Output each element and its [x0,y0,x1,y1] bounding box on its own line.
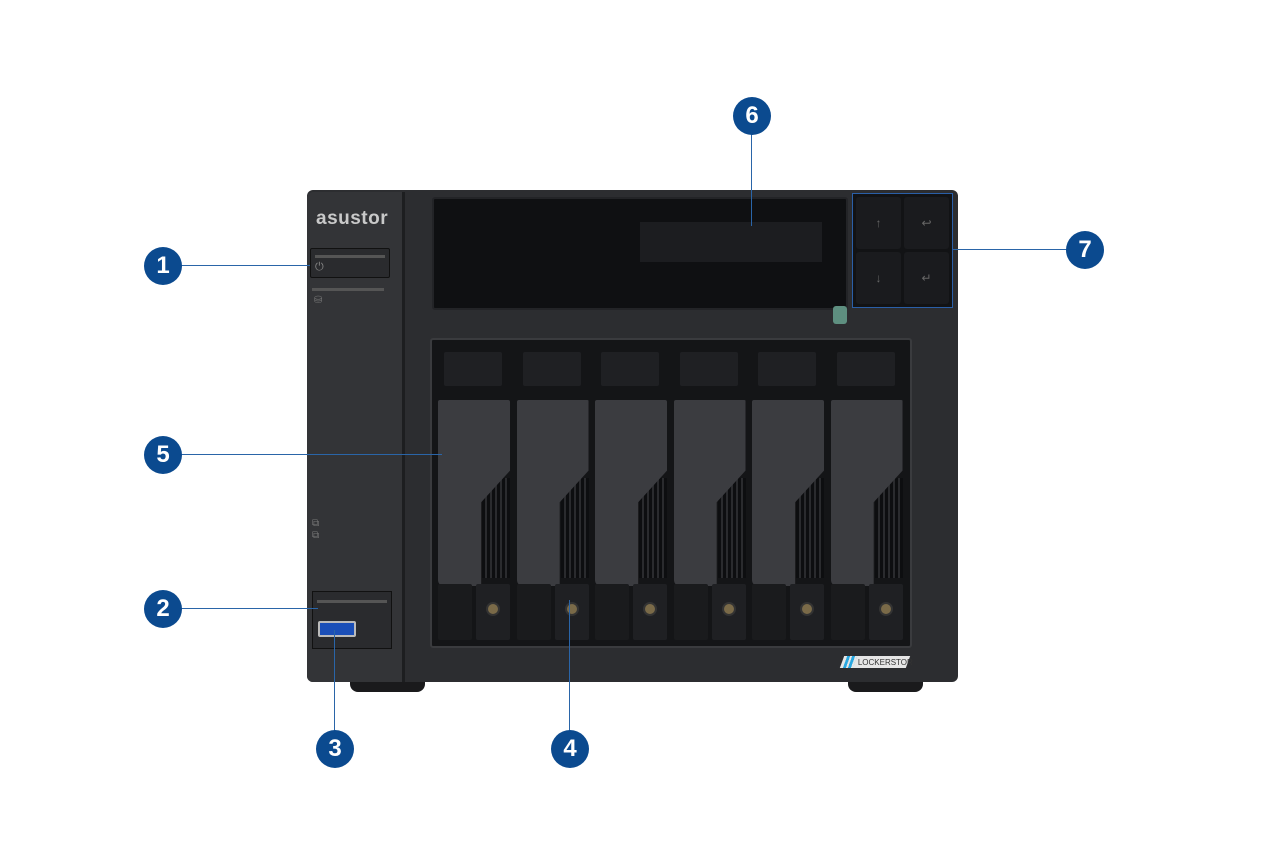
callout-1: 1 [144,247,182,285]
callout-4: 4 [551,730,589,768]
leader-line-2 [180,608,318,609]
tray-latch[interactable] [830,584,865,640]
tray-lock[interactable] [554,584,589,640]
tray-lock[interactable] [711,584,746,640]
tray-latch[interactable] [752,584,786,640]
status-led [833,306,847,324]
tray-lock[interactable] [868,584,903,640]
left-foot [350,680,425,692]
drive-tray[interactable] [829,348,905,644]
power-icon: ⏻ [315,261,324,273]
lock-icon [564,602,579,616]
callout-5: 5 [144,436,182,474]
tray-lock[interactable] [790,584,824,640]
key-down[interactable]: ↓ [856,252,901,304]
badge-stripes [842,656,858,668]
lock-icon [878,602,893,616]
callout-6: 6 [733,97,771,135]
callout-3: 3 [316,730,354,768]
drive-tray[interactable] [672,348,748,644]
key-enter[interactable]: ↵ [904,252,949,304]
lcd-screen [640,222,822,262]
leader-line-1 [180,265,310,266]
right-foot [848,680,923,692]
network-icon: ⧉⧉ [312,518,320,541]
power-button[interactable]: ⏻ [310,248,390,278]
callout-2: 2 [144,590,182,628]
drive-tray[interactable] [436,348,512,644]
key-up[interactable]: ↑ [856,197,901,249]
tray-top [601,352,659,386]
tray-lock[interactable] [476,584,510,640]
tray-top [444,352,502,386]
leader-line-7 [953,249,1069,250]
tray-top [679,352,738,386]
tray-latch[interactable] [438,584,472,640]
leader-line-4 [569,600,570,732]
lock-icon [643,602,657,616]
brand-logo: asustor [316,208,389,229]
tray-top [758,352,816,386]
tray-lock[interactable] [633,584,667,640]
panel-strip [312,288,384,291]
usb-port[interactable] [318,621,356,637]
lock-icon [800,602,814,616]
drive-tray[interactable] [593,348,669,644]
panel-strip [315,255,385,258]
key-back[interactable]: ↩ [904,197,949,249]
tray-latch[interactable] [673,584,708,640]
drive-tray[interactable] [750,348,826,644]
tray-latch[interactable] [595,584,629,640]
drive-tray[interactable] [515,348,591,644]
callout-7: 7 [1066,231,1104,269]
tray-latch[interactable] [516,584,551,640]
leader-line-5 [180,454,442,455]
usb-panel [312,591,392,649]
tray-top [522,352,581,386]
lcd-keypad: ↑ ↩ ↓ ↵ [852,193,953,308]
leader-line-6 [751,134,752,226]
lock-icon [486,602,500,616]
panel-strip [317,600,387,603]
lockerstor-badge: LOCKERSTOR [839,656,913,668]
tray-top [836,352,895,386]
disk-icon: ⛁ [314,295,323,306]
drive-bays [430,338,912,648]
badge-text: LOCKERSTOR [858,657,913,667]
lock-icon [721,602,736,616]
leader-line-3 [334,630,335,732]
